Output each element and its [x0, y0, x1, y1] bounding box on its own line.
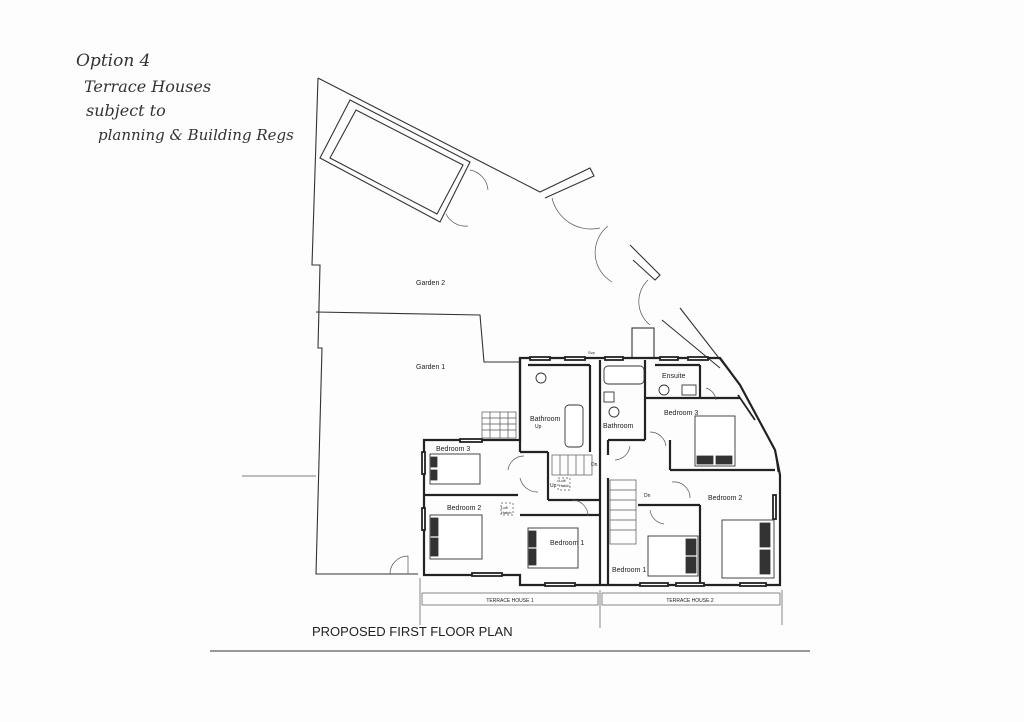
label-bathroom-terrace-1: Bathroom: [530, 416, 561, 423]
sanitary-ware: [535, 365, 697, 448]
label-svp: Svp: [588, 350, 596, 355]
label-bedroom-3-terrace-1: Bedroom 3: [436, 446, 470, 453]
label-dn-1: Dn: [591, 462, 598, 468]
note-line-3: subject to: [86, 101, 166, 120]
label-terrace-house-2: TERRACE HOUSE 2: [666, 598, 713, 604]
label-bathroom-terrace-2: Bathroom: [603, 423, 634, 430]
label-up-2: Up: [550, 483, 557, 489]
dimension-bars: TERRACE HOUSE 1 TERRACE HOUSE 2: [419, 578, 783, 628]
label-loft-hatch-1: Loft: [501, 505, 509, 510]
label-bedroom-1-terrace-2: Bedroom 1: [612, 567, 646, 574]
garage-outbuilding: [319, 99, 489, 227]
label-loft-hatch-2: Loft: [559, 478, 567, 483]
note-line-1: Option 4: [76, 51, 151, 71]
label-garden-1: Garden 1: [416, 364, 445, 371]
label-bedroom-1-terrace-1: Bedroom 1: [550, 540, 584, 547]
label-up-1: Up: [535, 424, 542, 430]
room-labels: Garden 2 Garden 1 Bedroom 3 Bedroom 2 Be…: [416, 280, 742, 574]
label-loft-hatch-1b: Hatch: [501, 510, 511, 515]
beds: [429, 415, 775, 579]
note-line-4: planning & Building Regs: [98, 126, 294, 144]
label-bedroom-2-terrace-1: Bedroom 2: [447, 505, 481, 512]
label-bedroom-2-terrace-2: Bedroom 2: [708, 495, 742, 502]
label-dn-2: Dn: [644, 493, 651, 499]
note-line-2: Terrace Houses: [84, 77, 211, 96]
bed-bedroom-2-left: [429, 514, 483, 560]
house-walls: [422, 356, 782, 587]
handwritten-note: Option 4 Terrace Houses subject to plann…: [76, 51, 294, 144]
stairs: [500, 454, 637, 545]
label-loft-hatch-2b: Hatch: [559, 483, 569, 488]
label-bedroom-3-terrace-2: Bedroom 3: [664, 410, 698, 417]
label-terrace-house-1: TERRACE HOUSE 1: [486, 598, 533, 604]
internal-doors: [507, 387, 717, 525]
bed-bedroom-3-left: [429, 453, 481, 485]
label-garden-2: Garden 2: [416, 280, 445, 287]
flue-box: [631, 327, 655, 359]
windows: [421, 356, 777, 587]
garden-gates: [551, 197, 651, 326]
bay-block: [481, 411, 517, 439]
label-ensuite: Ensuite: [662, 373, 685, 380]
drawing-title: PROPOSED FIRST FLOOR PLAN: [312, 624, 513, 639]
